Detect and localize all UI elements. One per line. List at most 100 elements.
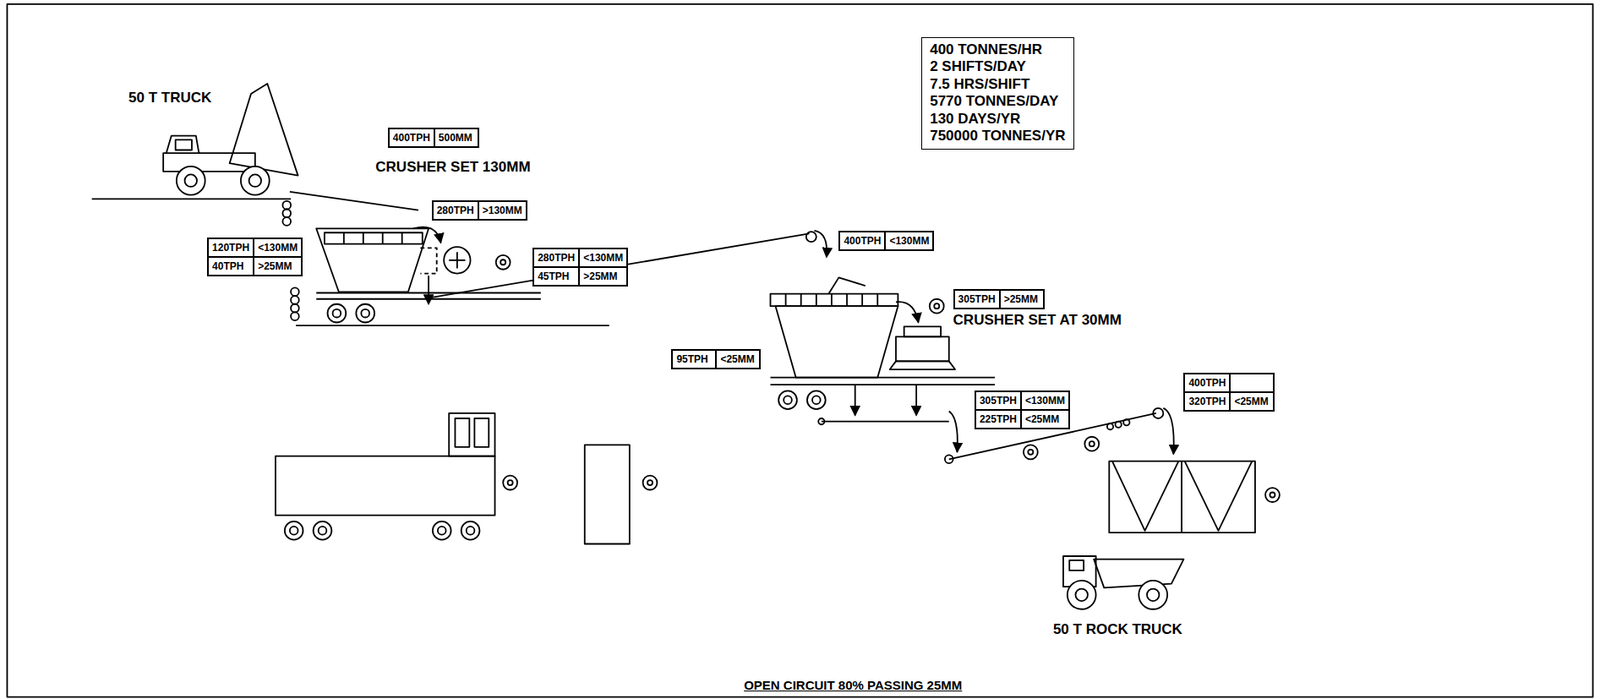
motor-symbol [929,299,945,314]
primary-crusher-unit [290,304,300,313]
belt-conveyor [1152,408,1164,419]
motor-symbol [1089,441,1095,447]
table-cell: 500MM [434,128,479,148]
primary-crusher-unit [289,191,419,211]
storage-bins [1184,461,1253,531]
belt-conveyor [428,233,809,298]
primary-crusher-unit [282,191,609,326]
storage-bins [1180,461,1183,534]
screen-cone-crusher-unit [785,294,787,306]
belt-conveyor [1115,421,1122,428]
primary-crusher-unit [333,309,342,318]
rock-truck [1138,580,1168,610]
generator-trailer [289,526,299,536]
screen-cone-crusher-unit [778,390,798,410]
primary-crusher-unit [316,298,541,301]
rock-truck [1063,556,1184,610]
table-cell: >130MM [478,201,527,220]
rock-truck [1075,589,1087,601]
screen-cone-crusher-unit [895,336,950,361]
haul-truck [176,166,206,196]
motor-symbol [500,259,506,265]
primary-crusher-unit [360,309,370,318]
haul-truck [166,136,200,154]
production-figure: 5770 TONNES/DAY [929,92,1065,111]
table-cell: 45TPH [533,267,579,286]
belt-conveyor [1123,419,1130,426]
primary-crusher-unit [362,232,365,244]
haul-truck [185,174,197,186]
flow-rate-tag: 400TPH500MM [387,127,480,148]
table-cell: >25MM [578,267,628,286]
screen-cone-crusher-unit [895,301,919,323]
belt-conveyor [1107,423,1114,430]
generator-trailer [437,526,447,536]
haul-truck [249,174,262,186]
table-cell: 400TPH [388,128,435,148]
primary-crusher-unit [324,232,423,244]
primary-crusher-unit [295,324,610,327]
screen-cone-crusher-unit [830,294,833,306]
belt-conveyor [1163,408,1174,454]
table-cell: <130MM [884,231,934,251]
screen-cone-crusher-unit [890,360,956,370]
screen-cone-crusher-unit [800,294,803,306]
generator-trailer [474,418,489,448]
motor-symbol [1265,487,1280,503]
table-cell: <25MM [1021,409,1070,429]
haul-truck [92,198,291,201]
table-cell: 120TPH [207,238,254,257]
primary-crusher-unit [420,247,437,274]
belt-conveyor [944,454,954,464]
screen-cone-crusher-unit [854,384,857,416]
table-cell: 320TPH [1184,392,1230,411]
primary-crusher-unit [355,304,375,323]
screen-cone-crusher-unit [783,395,792,405]
production-data-box: 400 TONNES/HR2 SHIFTS/DAY7.5 HRS/SHIFT57… [921,37,1074,150]
sheet-border [6,4,1593,698]
motor-symbol [647,480,653,486]
table-cell: 305TPH [954,289,1000,309]
table-cell: 40TPH [207,256,254,276]
table-cell: <25MM [715,349,760,369]
generator-trailer [432,521,452,541]
rock-truck [1146,589,1159,601]
primary-crusher-unit [282,208,291,218]
rock-truck [1069,560,1084,571]
flow-rate-tag: 95TPH<25MM [671,349,761,370]
table-cell: >25MM [253,256,302,276]
generator-trailer [454,418,470,448]
motor-symbol [502,475,518,491]
motor-symbol [502,475,518,491]
motor-symbol [929,299,945,314]
belt-conveyor [949,411,958,453]
primary-crusher-unit [282,217,291,226]
table-cell: 280TPH [533,248,579,268]
screen-cone-crusher-unit [815,294,818,306]
motor-symbol [1027,449,1033,455]
motor-symbol [496,255,511,270]
flow-rate-tag: 400TPH320TPH<25MM [1183,372,1275,412]
storage-bins [1108,461,1256,534]
screen-cone-crusher-unit [769,294,898,306]
rock-truck [1067,580,1097,610]
belt-conveyor [821,420,950,423]
generator-trailer [275,413,496,541]
production-figure: 750000 TONNES/YR [929,127,1065,146]
equipment-label: 50 T TRUCK [128,89,212,107]
table-cell: <130MM [578,248,628,268]
haul-truck [229,83,299,176]
primary-crusher-unit [382,232,384,244]
screen-cone-crusher-unit [807,390,826,410]
motor-symbol [1023,444,1038,459]
motor-symbol [496,255,511,270]
table-cell: >25MM [999,289,1044,309]
motor-symbol [507,480,514,486]
screen-cone-crusher-unit [915,384,918,416]
screen-cone-crusher-unit [861,294,863,306]
table-cell: 280TPH [432,201,479,220]
empty-table-cell [1229,373,1274,393]
flow-rate-tag: 305TPH<130MM225TPH<25MM [974,390,1071,430]
